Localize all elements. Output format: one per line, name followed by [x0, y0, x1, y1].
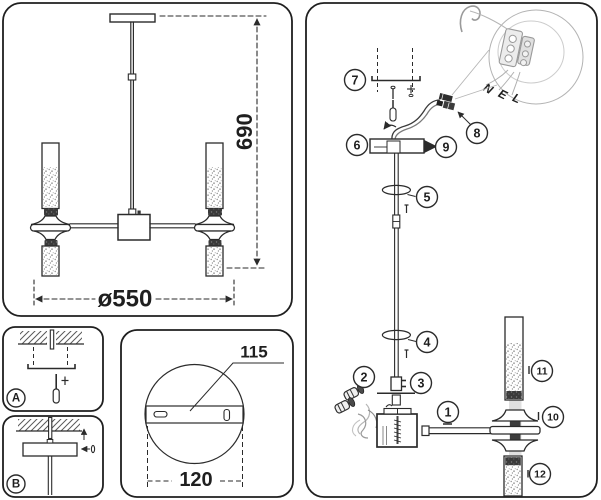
dim-plate-width: 120	[179, 469, 212, 491]
panel-front-view: 690 ø550	[2, 2, 293, 317]
step-number: 11	[536, 366, 547, 378]
step6-canopy	[369, 138, 438, 154]
mounting-bracket	[27, 364, 76, 370]
ceiling-hook-icon	[459, 5, 481, 33]
slot-vertical	[223, 408, 231, 422]
dim-diameter-label: ø550	[98, 286, 153, 313]
hanging-rod	[381, 153, 417, 378]
tiny-screw	[404, 349, 409, 358]
step-balloons: 1 2 3 4 5 6 7	[343, 68, 565, 486]
step2-connectors	[334, 384, 378, 439]
step-number: 8	[474, 127, 481, 141]
panel-assembly: N E L	[305, 2, 598, 498]
step-balloon-12: 12	[528, 462, 552, 486]
left-lamp	[29, 142, 72, 277]
step-balloon-9: 9	[434, 135, 458, 159]
dim-height-label: 690	[232, 113, 257, 150]
step10-holder	[489, 397, 541, 455]
step12-shade	[503, 455, 529, 497]
step-number: 2	[361, 371, 368, 385]
step-balloon-4: 4	[415, 330, 439, 354]
ring-4	[381, 329, 411, 341]
step-number: 3	[418, 377, 425, 391]
leader-115	[189, 362, 284, 412]
step-number: 7	[352, 74, 359, 88]
screwdriver-icon	[52, 374, 60, 404]
step11-shade	[504, 316, 530, 401]
step-number: 4	[424, 336, 431, 350]
step-balloon-6: 6	[345, 133, 369, 157]
dimension-diameter: ø550	[33, 279, 235, 313]
step-balloon-10: 10	[541, 405, 565, 429]
step-balloon-8: 8	[465, 121, 489, 145]
screwdriver-icon	[389, 100, 397, 122]
step-balloon-1: 1	[436, 400, 460, 424]
panel-b-label: B	[12, 479, 20, 491]
chandelier-center-box	[69, 210, 196, 241]
cross-screw-icon	[407, 85, 415, 98]
panel-mount-plate: 115 120	[120, 329, 294, 498]
anchor-pin	[48, 416, 53, 440]
panel-b-badge	[6, 474, 26, 494]
panel-detail-b: B	[2, 415, 104, 498]
step-number: 12	[534, 469, 546, 481]
wiring-detail-balloon: N E L	[451, 5, 584, 106]
step-balloon-2: 2	[352, 365, 376, 389]
step-balloon-5: 5	[415, 185, 439, 209]
side-screw-icon	[80, 444, 96, 454]
twist-connector-icon	[334, 397, 356, 414]
dim-hole-spacing: 115	[240, 343, 267, 362]
anchor-pin	[49, 329, 55, 350]
ring-5	[381, 184, 411, 196]
step3-coupler	[377, 376, 415, 406]
slot-horizontal	[153, 410, 168, 418]
dimension-height: 690	[159, 15, 267, 269]
step1-arm	[421, 423, 492, 437]
step-number: 10	[547, 412, 559, 424]
right-lamp	[193, 142, 236, 277]
step-number: 6	[354, 139, 361, 153]
supply-wires	[383, 93, 472, 141]
step-balloon-7: 7	[343, 68, 367, 92]
chandelier-stem	[109, 13, 156, 216]
mounting-bracket	[371, 76, 421, 82]
terminal-block-icon	[498, 28, 535, 68]
panel-assembly-border	[305, 2, 598, 498]
canopy-plate	[22, 442, 78, 457]
panel-a-badge	[6, 388, 26, 408]
screw-icon	[61, 376, 69, 385]
hook-icon	[385, 404, 393, 408]
step-number: 9	[443, 141, 450, 155]
step-balloon-11: 11	[530, 359, 554, 383]
junction-box	[376, 404, 418, 448]
plug-connector-icon	[436, 93, 456, 111]
step-number: 5	[424, 191, 431, 205]
panel-a-label: A	[12, 393, 20, 405]
rotate-arrow-icon	[383, 121, 397, 130]
panel-detail-a: A	[2, 326, 104, 412]
step7-bracket	[371, 48, 421, 122]
screw-icon	[390, 85, 396, 99]
tiny-screw	[404, 204, 409, 213]
step-balloon-3: 3	[409, 371, 433, 395]
step-number: 1	[445, 406, 452, 420]
